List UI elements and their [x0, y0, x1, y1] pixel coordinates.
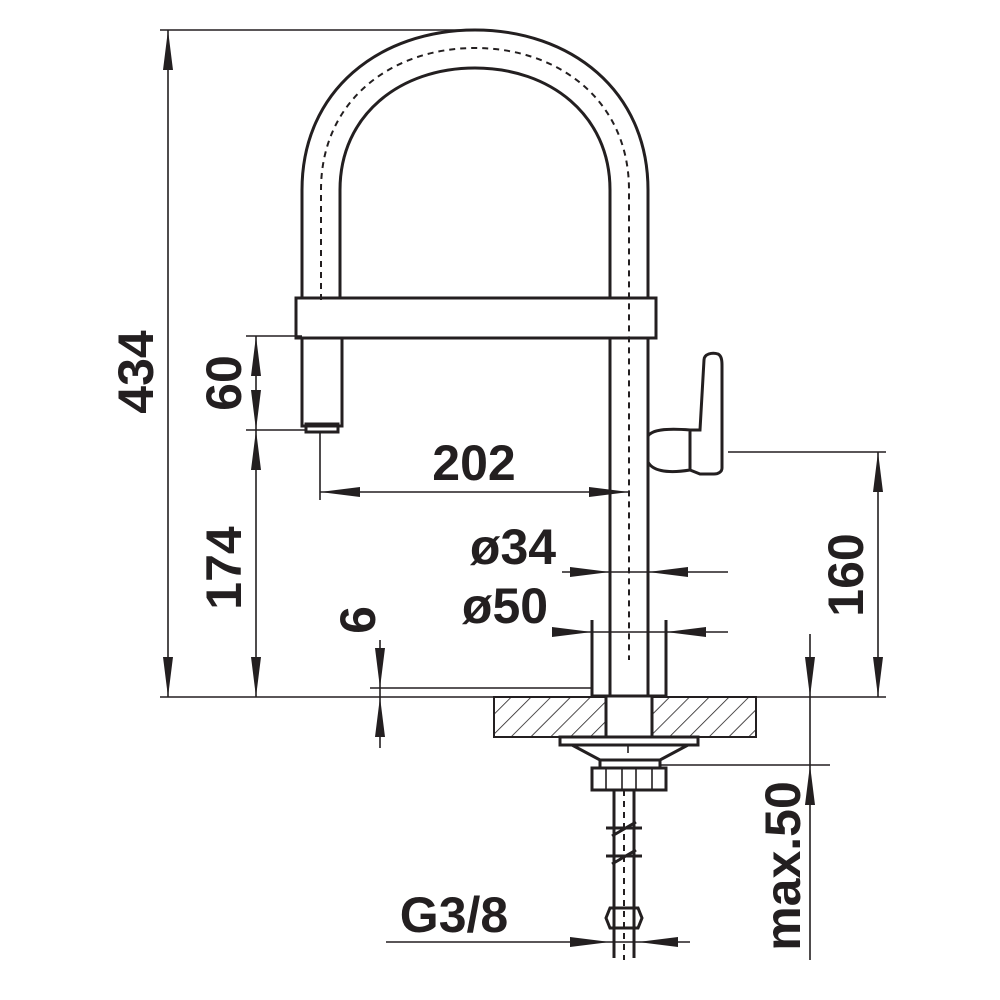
label-max-counter-thickness: max.50: [755, 781, 811, 951]
dimension-lines: [160, 29, 886, 960]
arrow-202-left: [320, 487, 360, 497]
arrow-60-bottom: [251, 390, 261, 430]
hose-break-mark-1: [606, 820, 642, 838]
mounting-nut: [590, 766, 668, 792]
hose-break-mark-2: [606, 848, 642, 866]
mounting-bracket: [571, 743, 689, 762]
label-base-thickness: 6: [330, 606, 386, 634]
arrow-160-top: [873, 452, 883, 492]
dimension-labels: 434 60 174 202 160 6 ø34 ø50 max.50 G3/8: [108, 330, 874, 951]
arrow-max50-top: [805, 657, 815, 697]
label-spout-reach: 202: [432, 435, 515, 491]
label-lever-height: 160: [818, 533, 874, 616]
arrow-d34-left: [570, 567, 610, 577]
arrow-g38-right: [638, 937, 678, 947]
arrow-max50-bottom: [805, 765, 815, 805]
arrow-6-top: [375, 648, 385, 688]
spray-nozzle: [304, 422, 340, 434]
arrow-434-top: [163, 30, 173, 70]
spout-arch: [300, 28, 650, 298]
label-total-height: 434: [108, 330, 164, 414]
arrow-434-bottom: [163, 657, 173, 697]
label-spout-clearance: 174: [196, 526, 252, 610]
spout-arm: [294, 296, 658, 340]
arrow-d50-right: [666, 627, 706, 637]
faucet-outline: [294, 28, 724, 698]
lever-grip: [689, 351, 724, 476]
label-body-diameter: ø34: [470, 519, 556, 575]
arrow-d50-left: [552, 627, 592, 637]
spout-arch-inner: [338, 66, 612, 298]
countertop-section: [493, 696, 757, 960]
arrow-d34-right: [648, 567, 688, 577]
arrow-174-top: [251, 430, 261, 470]
arrow-174-bottom: [251, 657, 261, 697]
hose-fitting: [604, 906, 644, 930]
lever-handle: [646, 427, 692, 474]
label-spray-head-height: 60: [196, 355, 252, 411]
hose-centerline: [320, 46, 630, 660]
arrow-6-bottom: [375, 697, 385, 737]
arrow-60-top: [251, 336, 261, 376]
countertop-right-hatch: [651, 696, 757, 738]
spray-head: [300, 336, 344, 428]
arrow-160-bottom: [873, 657, 883, 697]
label-base-diameter: ø50: [462, 578, 548, 634]
mounting-plate: [558, 735, 700, 747]
arrow-g38-left: [570, 937, 610, 947]
countertop-left-hatch: [493, 696, 607, 738]
arrow-202-right: [589, 487, 629, 497]
label-connection-thread: G3/8: [400, 887, 508, 943]
